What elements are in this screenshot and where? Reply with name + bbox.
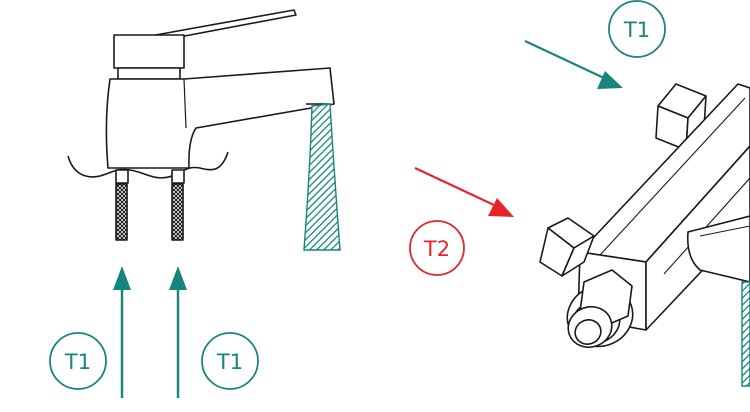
- left-inlet-arrow: [113, 266, 131, 398]
- left-braided-hose: [115, 183, 128, 241]
- basin-mixer-tap: [67, 9, 335, 241]
- right-braided-hose: [171, 183, 184, 241]
- water-stream-left: [303, 103, 341, 251]
- water-stream-right: [741, 281, 750, 387]
- right-inlet-temp-label: T1: [216, 350, 243, 374]
- hot-temp-arrow: [414, 167, 514, 217]
- mixer-temp-arrow: [524, 40, 623, 89]
- right-inlet-arrow: [169, 266, 187, 398]
- left-inlet-temp-marker: T1: [49, 332, 107, 390]
- tap-body: [105, 67, 335, 169]
- mixer-temp-label: T1: [623, 18, 650, 42]
- thermostatic-bar-mixer: [539, 83, 750, 349]
- left-inlet-temp-label: T1: [64, 350, 91, 374]
- right-inlet-temp-marker: T1: [201, 332, 259, 390]
- basin-rim: [67, 151, 229, 179]
- hot-temp-marker: T2: [409, 220, 465, 276]
- cartridge-cap: [113, 34, 185, 69]
- hot-temp-label: T2: [423, 237, 450, 261]
- mixer-temp-marker: T1: [608, 0, 666, 58]
